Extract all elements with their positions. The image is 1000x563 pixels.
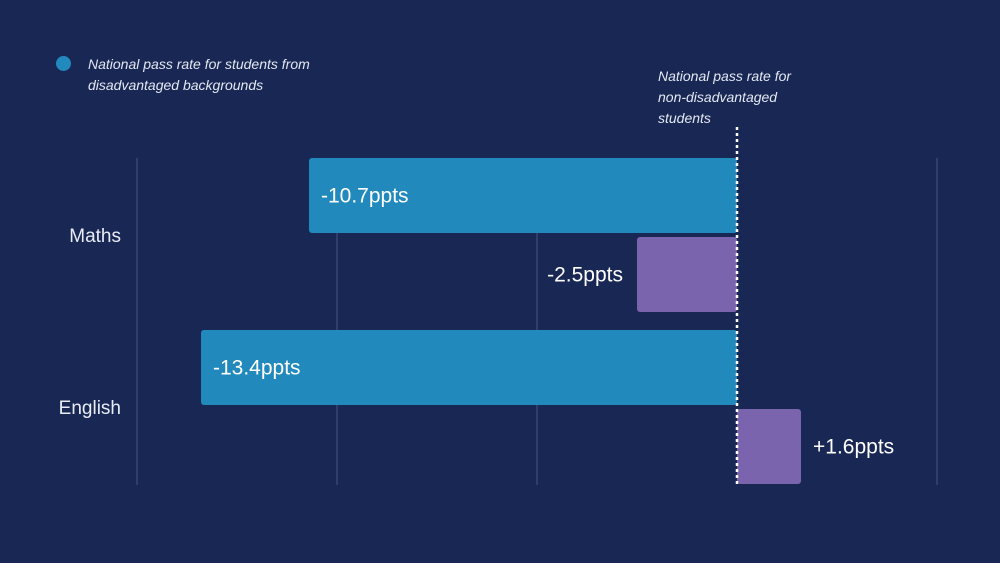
data-label-maths-series-1: -10.7ppts [321, 185, 409, 208]
legend-swatch [56, 56, 71, 71]
bar-english-series-2 [737, 409, 801, 484]
reference-line-label: National pass rate for non-disadvantaged… [658, 68, 792, 126]
bar-english-series-1 [201, 330, 737, 405]
data-label-english-series-2: +1.6ppts [813, 436, 894, 459]
bar-maths-series-2 [637, 237, 737, 312]
category-label-english: English [59, 398, 121, 419]
bar-maths-series-1 [309, 158, 737, 233]
legend-label: National pass rate for students from dis… [88, 56, 310, 93]
chart-legend: National pass rate for students from dis… [56, 54, 348, 96]
category-label-maths: Maths [69, 226, 121, 247]
data-label-maths-series-2: -2.5ppts [547, 264, 623, 287]
data-label-english-series-1: -13.4ppts [213, 357, 301, 380]
